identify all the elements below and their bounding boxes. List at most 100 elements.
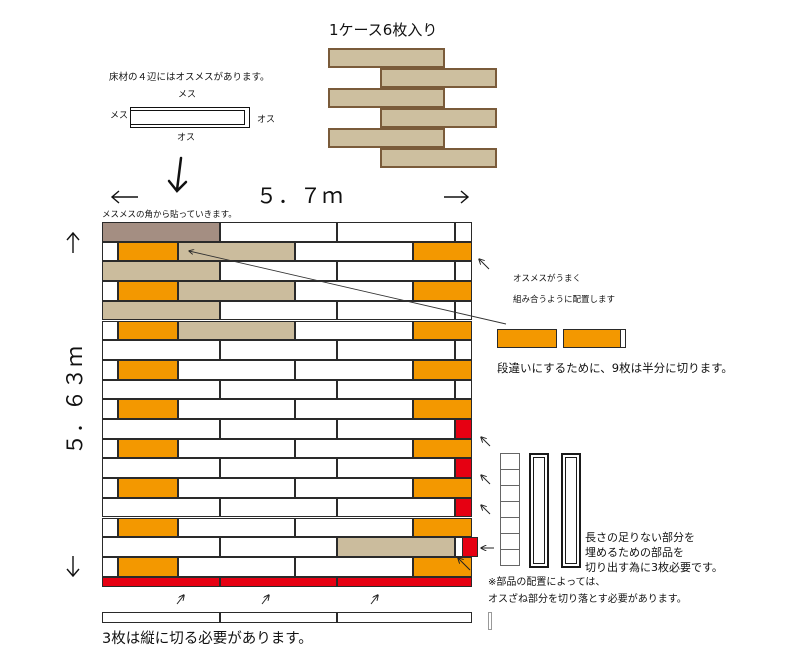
edge-label-right: オス bbox=[257, 115, 276, 125]
floor-board bbox=[337, 419, 455, 439]
joint-note-line2: 組み合うように配置します bbox=[513, 295, 616, 305]
half-cut-board bbox=[413, 478, 472, 498]
floor-board bbox=[102, 438, 118, 459]
case-board bbox=[380, 68, 497, 88]
rip-board bbox=[220, 612, 337, 623]
ripped-strip bbox=[337, 577, 472, 587]
half-cut-board bbox=[118, 517, 178, 538]
floor-board bbox=[102, 556, 118, 577]
floor-board bbox=[102, 517, 118, 538]
pointer-arrow-icon bbox=[261, 595, 269, 605]
floor-board bbox=[295, 478, 413, 498]
half-cut-board bbox=[118, 241, 178, 262]
floor-board bbox=[220, 300, 337, 321]
arrow-right-icon bbox=[444, 190, 470, 204]
edge-label-top: メス bbox=[178, 90, 197, 100]
floor-board bbox=[220, 537, 337, 557]
half-cut-board bbox=[413, 399, 472, 419]
half-cut-board bbox=[118, 478, 178, 498]
parts-note-line1: 長さの足りない部分を bbox=[585, 531, 695, 544]
floor-board bbox=[295, 281, 413, 301]
parts-note-line2: 埋めるための部品を bbox=[585, 546, 684, 559]
placed-board bbox=[337, 537, 455, 557]
floor-board bbox=[178, 556, 295, 577]
floor-board bbox=[337, 497, 455, 518]
floor-board bbox=[102, 458, 220, 479]
rip-note: 3枚は縦に切る必要があります。 bbox=[102, 631, 313, 647]
start-note: メスメスの角から貼っていきます。 bbox=[102, 210, 237, 220]
edge-label-left: メス bbox=[110, 111, 129, 121]
arrow-down-icon bbox=[66, 556, 80, 578]
floor-board bbox=[455, 222, 472, 242]
half-cut-board bbox=[413, 241, 472, 262]
filler-part bbox=[455, 497, 472, 518]
floor-board bbox=[102, 379, 220, 400]
floor-board bbox=[178, 517, 295, 538]
offcut-sliver bbox=[488, 612, 492, 630]
case-board bbox=[380, 108, 497, 128]
floor-board bbox=[102, 537, 220, 557]
filler-square bbox=[500, 485, 520, 502]
half-board bbox=[497, 329, 557, 348]
floor-board bbox=[102, 497, 220, 518]
half-cut-board bbox=[118, 359, 178, 380]
placed-board bbox=[102, 300, 220, 321]
filler-square bbox=[500, 533, 520, 550]
case-board bbox=[328, 88, 445, 108]
floor-board bbox=[455, 340, 472, 360]
floor-layout-grid bbox=[102, 222, 472, 577]
half-cut-board bbox=[118, 320, 178, 341]
floor-board bbox=[220, 222, 337, 242]
floor-board bbox=[102, 320, 118, 341]
sample-board bbox=[130, 107, 250, 128]
half-cut-board bbox=[413, 359, 472, 380]
pointer-arrow-icon bbox=[370, 595, 378, 605]
floor-board bbox=[337, 458, 455, 479]
floor-board bbox=[220, 379, 337, 400]
filler-square bbox=[500, 453, 520, 470]
floor-board bbox=[295, 320, 413, 341]
pointer-arrow-icon bbox=[176, 595, 184, 605]
case-label: 1ケース6枚入り bbox=[329, 21, 438, 39]
height-dimension: ５．６３ｍ bbox=[63, 345, 87, 455]
filler-square bbox=[500, 501, 520, 518]
placed-board bbox=[102, 261, 220, 282]
floor-board bbox=[102, 241, 118, 262]
floor-board bbox=[102, 340, 220, 360]
floor-board bbox=[220, 458, 337, 479]
floor-board bbox=[337, 222, 455, 242]
floor-board bbox=[455, 261, 472, 282]
width-dimension: ５．７ｍ bbox=[256, 184, 344, 208]
case-board bbox=[328, 48, 445, 68]
floor-board bbox=[295, 241, 413, 262]
filler-part bbox=[455, 419, 472, 439]
floor-board bbox=[102, 399, 118, 419]
floor-board bbox=[337, 261, 455, 282]
half-cut-board bbox=[413, 281, 472, 301]
half-cut-board bbox=[413, 320, 472, 341]
half-cut-board bbox=[118, 556, 178, 577]
floor-board bbox=[295, 556, 413, 577]
pointer-arrow-icon bbox=[481, 437, 491, 447]
caution-note-line2: オスざね部分を切り落とす必要があります。 bbox=[488, 594, 687, 605]
floor-board bbox=[102, 281, 118, 301]
arrow-up-icon bbox=[66, 231, 80, 253]
parts-source-board bbox=[529, 453, 549, 568]
floor-board bbox=[220, 497, 337, 518]
filler-part bbox=[455, 458, 472, 479]
ripped-strip bbox=[102, 577, 220, 587]
half-cut-board bbox=[118, 438, 178, 459]
half-board bbox=[563, 329, 626, 348]
edge-label-bottom: オス bbox=[177, 133, 196, 143]
floor-board bbox=[337, 379, 455, 400]
floor-board bbox=[295, 359, 413, 380]
floor-board bbox=[455, 379, 472, 400]
placed-board bbox=[178, 320, 295, 341]
parts-source-board bbox=[561, 453, 581, 568]
big-down-arrow-icon bbox=[167, 156, 188, 193]
start-board bbox=[102, 222, 220, 242]
floor-board bbox=[178, 399, 295, 419]
ripped-strip bbox=[220, 577, 337, 587]
floor-board bbox=[102, 359, 118, 380]
